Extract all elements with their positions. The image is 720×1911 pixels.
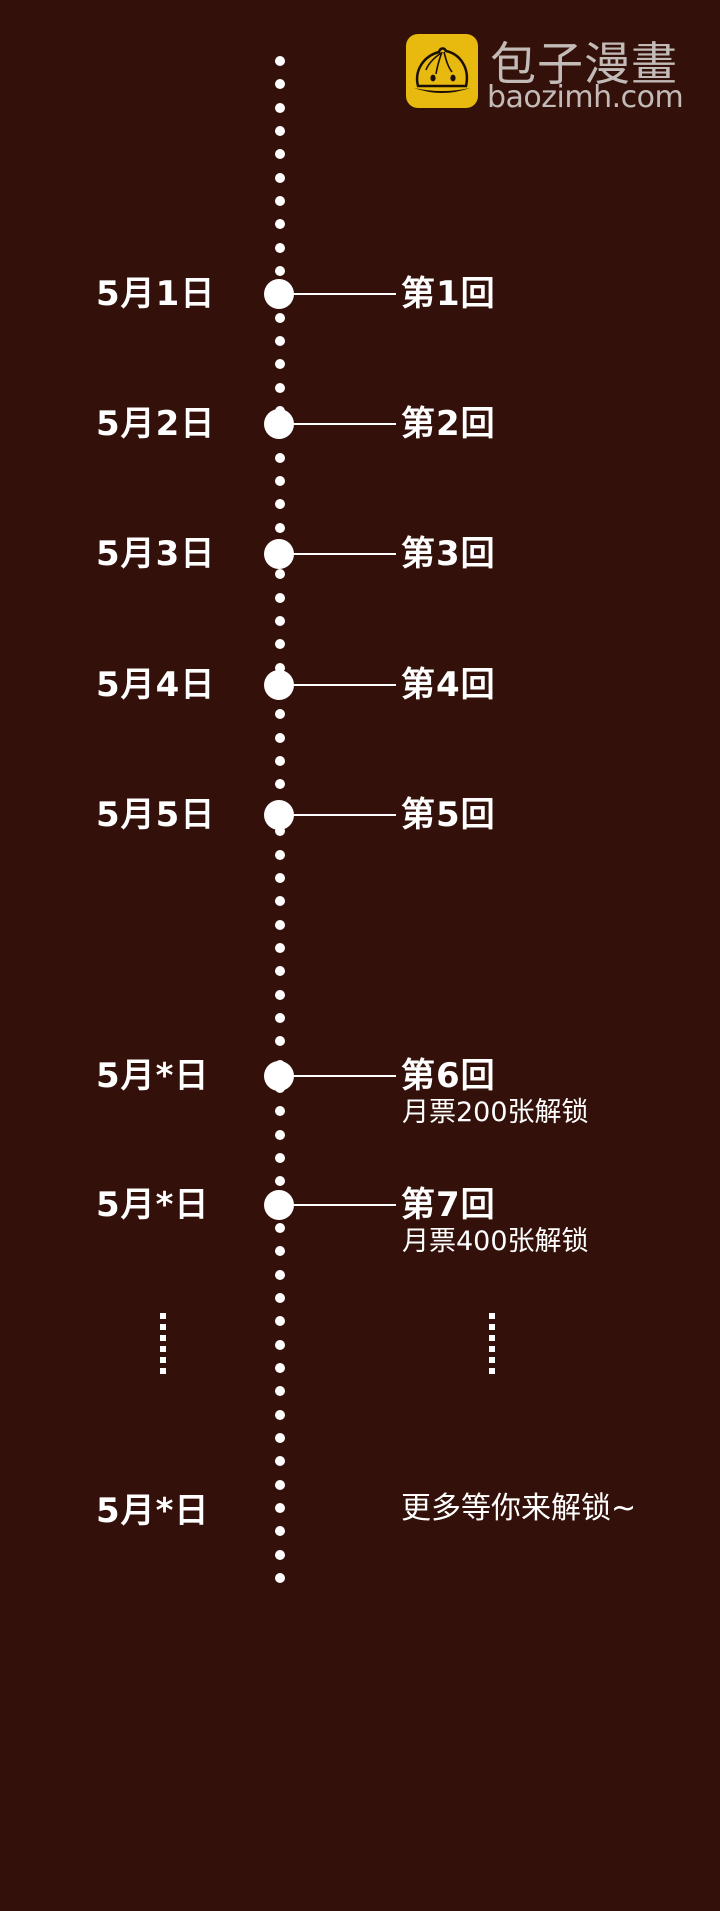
timeline-dot <box>275 1526 285 1537</box>
timeline-node-icon <box>264 1190 294 1220</box>
release-date: 5月5日 <box>96 795 216 835</box>
release-date: 5月3日 <box>96 534 216 574</box>
timeline-dot <box>275 779 285 790</box>
timeline-dot <box>275 872 285 883</box>
timeline-dot <box>275 56 285 66</box>
timeline-dot <box>275 569 285 580</box>
timeline-dot <box>275 639 285 650</box>
timeline-dot <box>275 126 285 136</box>
timeline-dot <box>275 1456 285 1467</box>
more-to-unlock-text: 更多等你来解锁~ <box>401 1491 637 1526</box>
timeline-node-icon <box>264 279 294 309</box>
timeline-dot <box>275 1409 285 1420</box>
bao-bun-icon <box>406 34 478 108</box>
timeline-dot <box>275 1502 285 1513</box>
timeline-dot <box>275 826 285 837</box>
timeline-dot <box>275 989 285 1000</box>
release-date: 5月*日 <box>96 1056 210 1096</box>
connector-line <box>292 1075 396 1077</box>
release-date: 5月*日 <box>96 1491 210 1531</box>
timeline-dot <box>275 1269 285 1280</box>
episode-title: 第2回 <box>401 404 496 444</box>
timeline-dot <box>275 1012 285 1023</box>
timeline-dot <box>275 1106 285 1117</box>
timeline-dot <box>275 1432 285 1443</box>
timeline-dot <box>275 616 285 627</box>
timeline-dot <box>275 242 285 253</box>
episode-title: 第7回 <box>401 1185 496 1225</box>
release-date: 5月4日 <box>96 665 216 705</box>
timeline-dot <box>275 499 285 510</box>
episode-title: 第5回 <box>401 795 496 835</box>
timeline-dot <box>275 336 285 347</box>
timeline-dot <box>275 1222 285 1233</box>
release-date: 5月1日 <box>96 274 216 314</box>
connector-line <box>292 814 396 816</box>
timeline-dot <box>275 1362 285 1373</box>
timeline-dot <box>275 219 285 230</box>
timeline-dot <box>275 382 285 393</box>
timeline-node-icon <box>264 800 294 830</box>
episode-title: 第6回 <box>401 1056 496 1096</box>
timeline-dot <box>275 919 285 930</box>
timeline-dot <box>275 732 285 743</box>
timeline-dot <box>275 1479 285 1490</box>
timeline-node-icon <box>264 670 294 700</box>
timeline-dot <box>275 942 285 953</box>
timeline-dot <box>275 79 285 90</box>
connector-line <box>292 423 396 425</box>
timeline-dot <box>275 1246 285 1257</box>
timeline-dot <box>275 149 285 160</box>
logo-domain: baozimh.com <box>487 80 684 115</box>
connector-line <box>292 293 396 295</box>
site-logo: 包子漫畫 baozimh.com <box>406 34 696 115</box>
timeline-dot <box>275 1152 285 1163</box>
timeline-dot <box>275 966 285 977</box>
timeline-dot <box>275 522 285 533</box>
timeline-node-icon <box>264 409 294 439</box>
release-date: 5月*日 <box>96 1185 210 1225</box>
episode-title: 第3回 <box>401 534 496 574</box>
timeline-dot <box>275 1176 285 1187</box>
timeline-dot <box>275 172 285 183</box>
vertical-ellipsis-icon <box>160 1313 166 1379</box>
timeline-dot <box>275 266 285 277</box>
timeline-dot <box>275 756 285 767</box>
connector-line <box>292 553 396 555</box>
timeline-dot <box>275 709 285 720</box>
episode-title: 第1回 <box>401 274 496 314</box>
timeline-dot <box>275 1316 285 1327</box>
timeline-dot <box>275 1339 285 1350</box>
timeline-node-icon <box>264 539 294 569</box>
timeline-dot <box>275 592 285 603</box>
episode-title: 第4回 <box>401 665 496 705</box>
unlock-condition: 月票400张解锁 <box>402 1226 589 1257</box>
timeline-dot <box>275 1573 285 1583</box>
timeline-dot <box>275 849 285 860</box>
timeline-dot <box>275 662 285 673</box>
vertical-ellipsis-icon <box>489 1313 495 1379</box>
timeline-dot <box>275 1292 285 1303</box>
timeline-dot <box>275 1386 285 1397</box>
timeline-dot <box>275 1549 285 1560</box>
timeline-dot <box>275 359 285 370</box>
timeline-dot <box>275 1129 285 1140</box>
timeline-dot <box>275 196 285 207</box>
timeline-node-icon <box>264 1061 294 1091</box>
timeline-dot <box>275 452 285 463</box>
unlock-condition: 月票200张解锁 <box>402 1097 589 1128</box>
timeline-dot <box>275 1036 285 1047</box>
timeline-dot <box>275 896 285 907</box>
connector-line <box>292 1204 396 1206</box>
timeline-dot <box>275 102 285 113</box>
logo-title: 包子漫畫 <box>490 37 678 91</box>
timeline-dot <box>275 476 285 487</box>
release-date: 5月2日 <box>96 404 216 444</box>
connector-line <box>292 684 396 686</box>
timeline-dot <box>275 312 285 323</box>
